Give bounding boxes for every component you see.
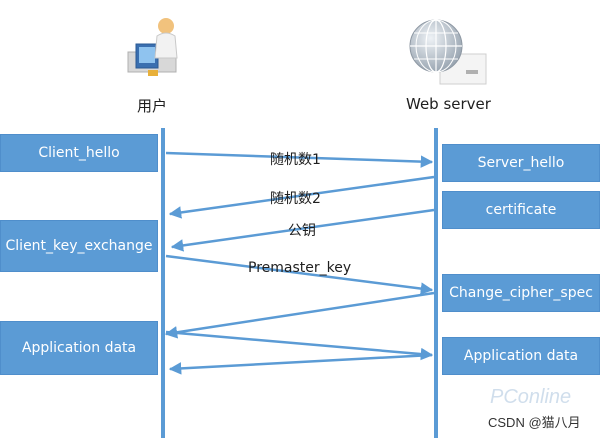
msg-random2: 随机数2 [270, 191, 321, 207]
msg-random1: 随机数1 [270, 152, 321, 168]
arrow-app-data-to-server [165, 330, 434, 361]
change-cipher-spec-box: Change_cipher_spec [442, 274, 600, 312]
computer-user-icon [127, 18, 178, 76]
certificate-box: certificate [442, 191, 600, 229]
client-hello-box: Client_hello [0, 134, 158, 172]
user-label: 用户 [137, 97, 168, 115]
pconline-watermark: PConline [490, 386, 572, 408]
arrow-premaster [165, 254, 434, 295]
arrow-random1 [165, 151, 434, 168]
client-application-data-box: Application data [0, 321, 158, 375]
arrow-random2 [168, 175, 435, 219]
arrow-change-cipher [164, 291, 435, 339]
csdn-credit: CSDN @猫八月 [488, 415, 581, 430]
client-key-exchange-box: Client_key_exchange [0, 220, 158, 272]
msg-premaster: Premaster_key [248, 260, 352, 276]
msg-public-key: 公钥 [288, 223, 316, 239]
server-application-data-box: Application data [442, 337, 600, 375]
web-server-globe-icon [409, 19, 487, 85]
server-hello-box: Server_hello [442, 144, 600, 182]
arrow-app-data-to-client [168, 353, 433, 375]
server-label: Web server [406, 95, 491, 113]
arrow-public-key [170, 208, 435, 252]
